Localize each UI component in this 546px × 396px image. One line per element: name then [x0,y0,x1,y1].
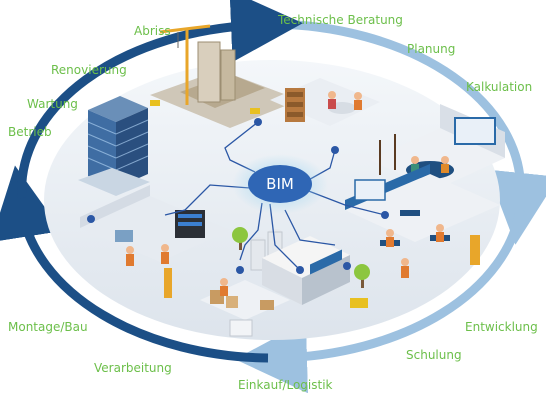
network-connectors [164,121,386,271]
label-betrieb: Betrieb [8,125,52,139]
tree-icon [232,227,370,288]
label-verarbeitung: Verarbeitung [94,361,172,375]
label-wartung: Wartung [27,97,78,111]
meeting-room-icon [270,78,380,126]
training-room-icon [345,164,500,278]
factory-icon [250,229,350,305]
label-schulung: Schulung [406,348,462,362]
warehouse-icon [200,278,368,337]
office-tower-icon [78,96,150,196]
bim-hub-label: BIM [266,175,294,193]
server-room-icon [80,185,230,298]
label-montage-bau: Montage/Bau [8,320,88,334]
bim-hub: BIM [232,154,328,214]
label-einkauf-logistik: Einkauf/Logistik [238,378,333,392]
label-planung: Planung [407,42,456,56]
label-renovierung: Renovierung [51,63,127,77]
label-entwicklung: Entwicklung [465,320,538,334]
construction-crane-icon [150,24,300,128]
label-abriss: Abriss [134,24,171,38]
label-technische-beratung: Technische Beratung [278,13,403,27]
label-kalkulation: Kalkulation [466,80,533,94]
network-nodes [87,118,389,274]
